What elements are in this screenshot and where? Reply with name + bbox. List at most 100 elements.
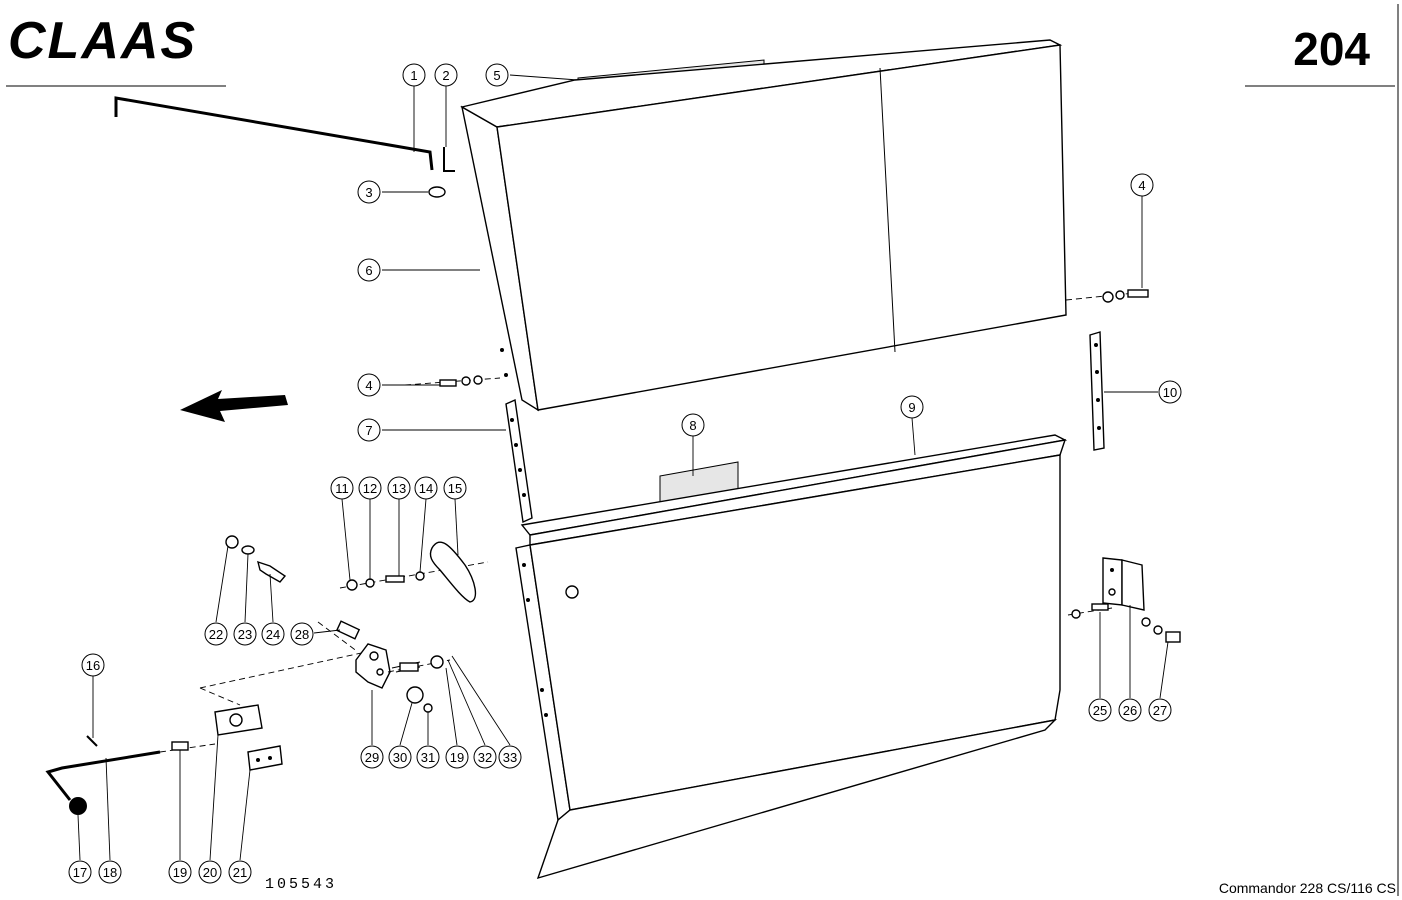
svg-text:19: 19 — [450, 750, 464, 765]
svg-text:18: 18 — [103, 865, 117, 880]
callout-13: 13 — [387, 476, 411, 500]
callout-14: 14 — [414, 476, 438, 500]
drawing-number: 105543 — [265, 876, 337, 893]
svg-text:29: 29 — [365, 750, 379, 765]
callout-29: 29 — [360, 745, 384, 769]
svg-text:12: 12 — [363, 481, 377, 496]
callout-18: 18 — [98, 860, 122, 884]
svg-text:4: 4 — [1138, 178, 1145, 193]
part-28-bolt — [335, 620, 361, 640]
part-3-washer — [428, 186, 446, 198]
leader-lines — [77, 74, 1169, 861]
svg-text:23: 23 — [238, 627, 252, 642]
part-4-bolt-left — [404, 375, 501, 387]
callout-7: 7 — [357, 418, 381, 442]
svg-text:3: 3 — [365, 185, 372, 200]
svg-text:8: 8 — [689, 418, 696, 433]
svg-text:25: 25 — [1093, 703, 1107, 718]
callout-25: 25 — [1088, 698, 1112, 722]
part-10-hinge-strip — [1089, 331, 1105, 451]
part-7-hinge-strip — [505, 398, 533, 524]
svg-text:7: 7 — [365, 423, 372, 438]
callout-6: 6 — [357, 258, 381, 282]
part-18-handle-rod — [45, 735, 216, 801]
axis-line-bracket — [199, 687, 241, 706]
axis-line-28 — [317, 621, 359, 653]
part-2-pin — [443, 147, 455, 172]
svg-text:5: 5 — [493, 68, 500, 83]
part-6-upper-panel — [460, 39, 1067, 412]
svg-text:24: 24 — [266, 627, 280, 642]
svg-text:28: 28 — [295, 627, 309, 642]
parts-30-33-fasteners — [387, 655, 451, 713]
svg-text:1: 1 — [410, 68, 417, 83]
part-17-knob — [69, 797, 87, 815]
callout-31: 31 — [416, 745, 440, 769]
svg-text:2: 2 — [442, 68, 449, 83]
callout-2: 2 — [434, 63, 458, 87]
callout-17: 17 — [68, 860, 92, 884]
brand-logo: CLAAS — [8, 12, 197, 70]
svg-text:10: 10 — [1163, 385, 1177, 400]
callout-8: 8 — [681, 413, 705, 437]
callout-12: 12 — [358, 476, 382, 500]
callout-33: 33 — [498, 745, 522, 769]
axis-line-latch — [199, 651, 367, 689]
svg-text:19: 19 — [173, 865, 187, 880]
callout-21: 21 — [228, 860, 252, 884]
svg-text:14: 14 — [419, 481, 433, 496]
svg-text:9: 9 — [908, 400, 915, 415]
callout-22: 22 — [204, 622, 228, 646]
svg-text:32: 32 — [478, 750, 492, 765]
svg-text:21: 21 — [233, 865, 247, 880]
svg-text:16: 16 — [86, 658, 100, 673]
svg-text:20: 20 — [203, 865, 217, 880]
callout-9: 9 — [900, 395, 924, 419]
svg-text:4: 4 — [365, 378, 372, 393]
callout-27: 27 — [1148, 698, 1172, 722]
svg-text:33: 33 — [503, 750, 517, 765]
callout-10: 10 — [1158, 380, 1182, 404]
svg-text:27: 27 — [1153, 703, 1167, 718]
callout-32: 32 — [473, 745, 497, 769]
callout-11: 11 — [330, 476, 354, 500]
parts-22-24-fasteners — [225, 535, 287, 583]
part-9-lower-panel — [515, 434, 1068, 880]
model-designation: Commandor 228 CS/116 CS — [1219, 880, 1396, 896]
callout-19-bottom: 19 — [168, 860, 192, 884]
svg-text:30: 30 — [393, 750, 407, 765]
callout-5: 5 — [485, 63, 509, 87]
callout-bubbles: 1 2 3 4 5 6 4 7 8 9 10 11 12 13 14 15 16… — [68, 63, 1182, 884]
callout-26: 26 — [1118, 698, 1142, 722]
callout-3: 3 — [357, 180, 381, 204]
page-number: 204 — [1293, 23, 1370, 75]
svg-text:15: 15 — [448, 481, 462, 496]
callout-4-left: 4 — [357, 373, 381, 397]
arrow-left-icon — [180, 390, 288, 422]
svg-text:13: 13 — [392, 481, 406, 496]
callout-28: 28 — [290, 622, 314, 646]
callout-16: 16 — [81, 653, 105, 677]
svg-text:26: 26 — [1123, 703, 1137, 718]
callout-1: 1 — [402, 63, 426, 87]
callout-24: 24 — [261, 622, 285, 646]
callout-15: 15 — [443, 476, 467, 500]
part-29-latch — [355, 643, 391, 689]
svg-text:11: 11 — [335, 481, 349, 496]
callout-20: 20 — [198, 860, 222, 884]
parts-25-27-hinge — [1067, 557, 1181, 643]
svg-text:17: 17 — [73, 865, 87, 880]
part-1-rod — [114, 96, 434, 171]
svg-text:6: 6 — [365, 263, 372, 278]
part-4-bolt-right — [1065, 289, 1149, 303]
part-21-plate — [247, 745, 283, 771]
callout-30: 30 — [388, 745, 412, 769]
svg-text:31: 31 — [421, 750, 435, 765]
callout-23: 23 — [233, 622, 257, 646]
callout-19-mid: 19 — [445, 745, 469, 769]
callout-4-top: 4 — [1130, 173, 1154, 197]
svg-text:22: 22 — [209, 627, 223, 642]
parts-11-15-fasteners — [339, 541, 489, 603]
